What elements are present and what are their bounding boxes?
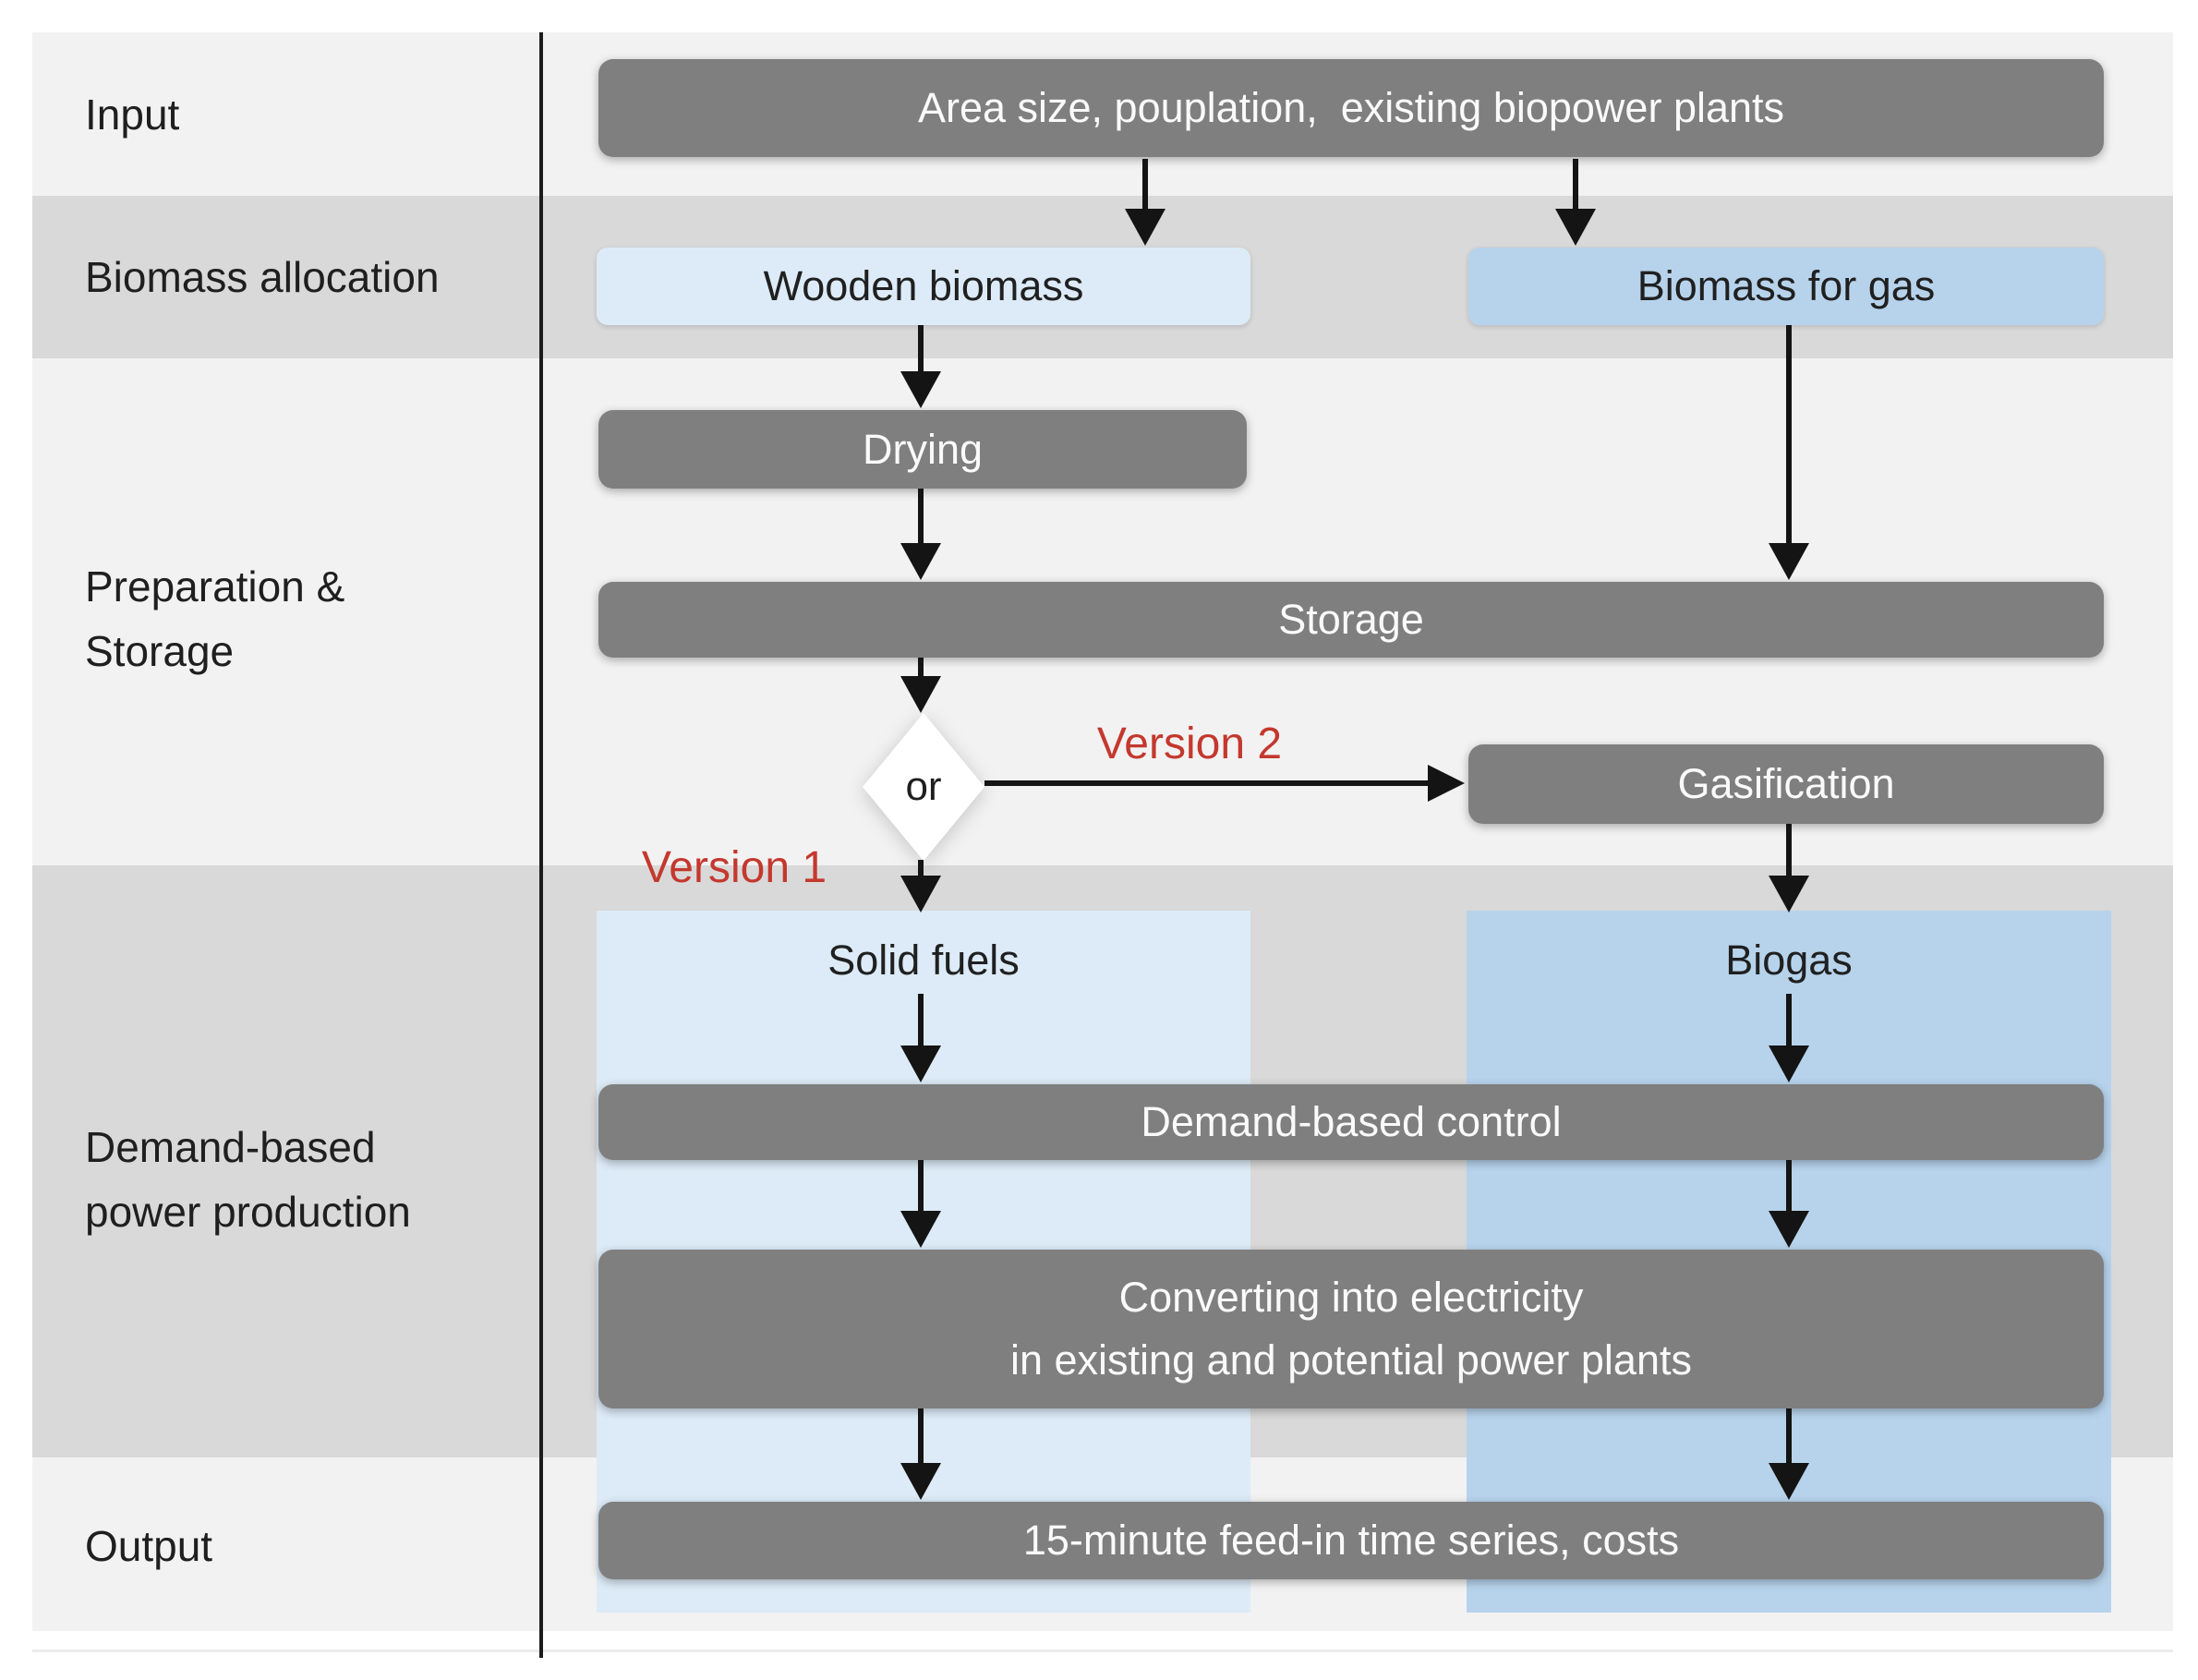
arrow-input-to-biomass-for-gas <box>1555 159 1596 246</box>
lane-label-input: Input <box>85 91 180 139</box>
arrow-solid-fuels-to-control <box>900 994 941 1082</box>
node-biogas: Biogas <box>1725 937 1853 984</box>
lane-label-demand-production: Demand-based power production <box>85 1115 411 1244</box>
or-diamond <box>863 713 984 861</box>
node-solid-fuels: Solid fuels <box>827 937 1020 984</box>
or-label: or <box>905 764 942 809</box>
arrow-storage-to-or <box>900 658 941 713</box>
node-output-feed-in: 15-minute feed-in time series, costs <box>598 1502 2104 1579</box>
arrow-control-to-converting-left <box>900 1160 941 1248</box>
lane-label-preparation-storage: Preparation & Storage <box>85 554 344 683</box>
arrow-input-to-wooden-biomass <box>1125 159 1165 246</box>
arrow-biogas-to-control <box>1769 994 1809 1082</box>
bottom-rule <box>32 1650 2173 1652</box>
arrow-control-to-converting-right <box>1769 1160 1809 1248</box>
node-biomass-for-gas: Biomass for gas <box>1468 248 2104 325</box>
node-text-line: Converting into electricity <box>1118 1274 1584 1321</box>
arrow-or-to-gasification <box>984 765 1465 802</box>
node-text-line: in existing and potential power plants <box>1010 1336 1692 1384</box>
node-demand-based-control: Demand-based control <box>598 1084 2104 1160</box>
node-storage: Storage <box>598 582 2104 658</box>
node-input: Area size, pouplation, existing biopower… <box>598 59 2104 157</box>
arrow-wooden-biomass-to-drying <box>900 325 941 408</box>
lane-label-line: power production <box>85 1188 411 1236</box>
version-1-label: Version 1 <box>641 843 827 892</box>
version-2-label: Version 2 <box>1096 719 1283 768</box>
node-converting-into-electricity: Converting into electricity in existing … <box>598 1250 2104 1408</box>
lane-label-biomass-allocation: Biomass allocation <box>85 253 440 301</box>
arrow-biomass-for-gas-to-storage <box>1769 325 1809 580</box>
node-drying: Drying <box>598 410 1247 489</box>
arrow-converting-to-output-left <box>900 1408 941 1500</box>
arrow-or-to-solid-fuels <box>900 860 941 913</box>
arrow-drying-to-storage <box>900 489 941 580</box>
lane-label-output: Output <box>85 1522 213 1570</box>
arrow-converting-to-output-right <box>1769 1408 1809 1500</box>
lane-label-line: Demand-based <box>85 1123 376 1171</box>
lane-divider-line <box>539 32 543 1658</box>
arrow-gasification-to-biogas <box>1769 824 1809 913</box>
node-gasification: Gasification <box>1468 744 2104 824</box>
lane-label-line: Preparation & <box>85 562 345 610</box>
lane-label-line: Storage <box>85 627 235 675</box>
node-wooden-biomass: Wooden biomass <box>597 248 1250 325</box>
